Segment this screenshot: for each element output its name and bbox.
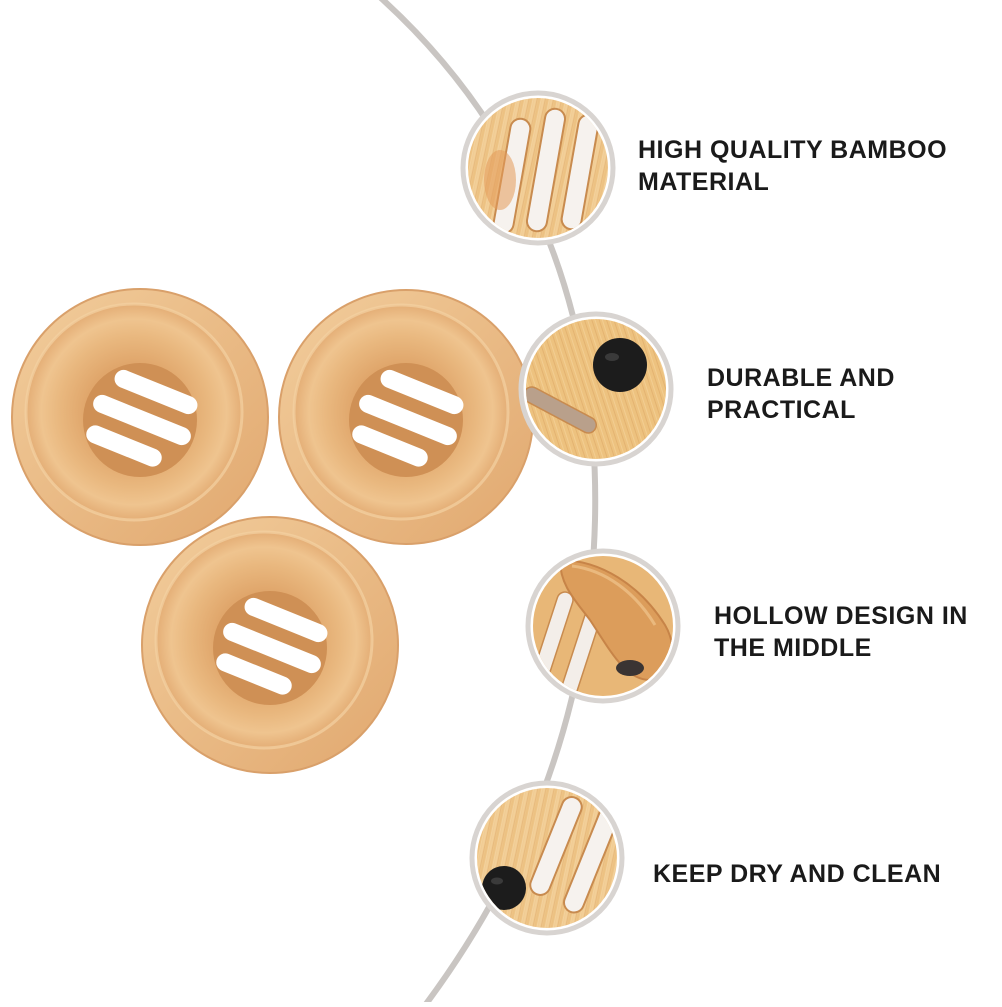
feature-label-quality-line-1: HIGH QUALITY BAMBOO: [638, 136, 948, 164]
soap-dish-3: [141, 516, 399, 774]
feature-label-hollow-line-1: HOLLOW DESIGN IN: [714, 602, 968, 630]
feature-label-quality-line-2: MATERIAL: [638, 168, 770, 196]
bamboo-foot-pad-closeup-badge: [518, 311, 674, 467]
soap-dish-1: [11, 288, 269, 546]
bamboo-hollow-closeup-badge: [525, 548, 681, 704]
feature-label-quality: HIGH QUALITY BAMBOO MATERIAL: [638, 134, 947, 198]
feature-label-dry-line-1: KEEP DRY AND CLEAN: [653, 860, 942, 888]
bamboo-drain-closeup-badge: [469, 780, 625, 936]
feature-label-hollow: HOLLOW DESIGN IN THE MIDDLE: [714, 600, 968, 664]
feature-label-durable-line-2: PRACTICAL: [707, 396, 856, 424]
bamboo-slots-closeup-badge: [460, 90, 616, 246]
feature-label-dry: KEEP DRY AND CLEAN: [653, 858, 941, 890]
feature-label-durable: DURABLE AND PRACTICAL: [707, 362, 895, 426]
soap-dish-2: [278, 289, 534, 545]
feature-label-durable-line-1: DURABLE AND: [707, 364, 895, 392]
feature-label-hollow-line-2: THE MIDDLE: [714, 634, 872, 662]
